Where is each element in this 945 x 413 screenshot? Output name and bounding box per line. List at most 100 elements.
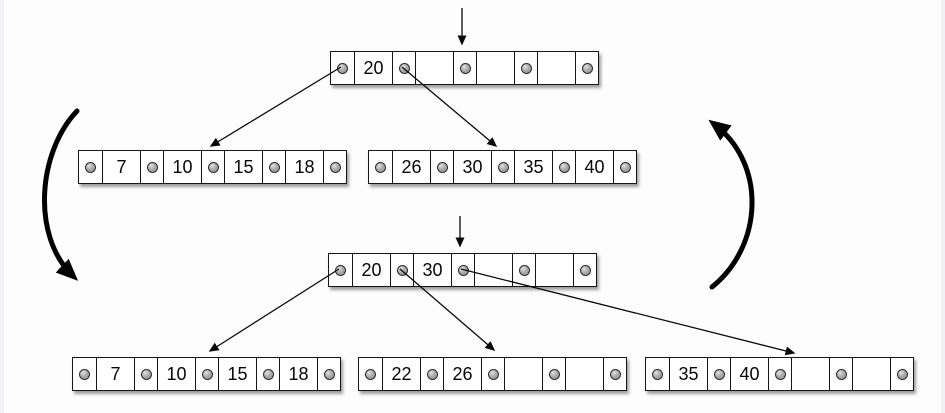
key-cell: [565, 358, 603, 390]
pointer-dot-icon: [396, 264, 408, 276]
bottom-root-to-left-child-arrow-icon: [208, 268, 340, 352]
pointer-dot-icon: [487, 368, 499, 380]
key-cell: [535, 254, 573, 286]
key-cell: 20: [352, 254, 390, 286]
pointer-dot-icon: [262, 368, 274, 380]
btree-node-bottom-child-middle: 22 26: [358, 357, 627, 391]
key-cell: 35: [514, 151, 552, 183]
btree-node-bottom-child-left: 7 10 15 18: [72, 357, 341, 391]
pointer-cell: [573, 254, 596, 286]
btree-node-top-child-left: 7 10 15 18: [78, 150, 347, 184]
pointer-cell: [646, 358, 669, 390]
key-cell: 30: [413, 254, 451, 286]
pointer-dot-icon: [609, 368, 621, 380]
pointer-cell: [575, 52, 598, 84]
pointer-dot-icon: [896, 368, 908, 380]
key-cell: 7: [102, 151, 140, 183]
key-cell: 7: [96, 358, 134, 390]
pointer-dot-icon: [835, 368, 847, 380]
pointer-dot-icon: [375, 161, 386, 173]
pointer-cell: [512, 254, 535, 286]
key-cell: 10: [163, 151, 201, 183]
pointer-cell: [369, 151, 392, 183]
pointer-dot-icon: [497, 161, 509, 173]
pointer-dot-icon: [713, 368, 725, 380]
pointer-cell: [542, 358, 565, 390]
key-cell: 35: [669, 358, 707, 390]
pointer-cell: [195, 358, 218, 390]
pointer-cell: [768, 358, 791, 390]
key-cell: 26: [443, 358, 481, 390]
pointer-cell: [331, 52, 354, 84]
pointer-dot-icon: [459, 62, 471, 74]
pointer-cell: [256, 358, 279, 390]
pointer-cell: [262, 151, 285, 183]
pointer-cell: [481, 358, 504, 390]
key-cell: 18: [279, 358, 317, 390]
pointer-dot-icon: [619, 161, 631, 173]
pointer-cell: [79, 151, 102, 183]
pointer-cell: [329, 254, 352, 286]
btree-node-top-root: 20: [330, 51, 599, 85]
pointer-dot-icon: [652, 368, 663, 380]
pointer-dot-icon: [774, 368, 786, 380]
pointer-dot-icon: [329, 161, 341, 173]
pointer-dot-icon: [79, 368, 90, 380]
pointer-dot-icon: [335, 264, 346, 276]
transition-curved-arrow-left-icon: [41, 108, 80, 281]
key-cell: 22: [382, 358, 420, 390]
key-cell: 15: [218, 358, 256, 390]
key-cell: [504, 358, 542, 390]
pointer-dot-icon: [558, 161, 570, 173]
pointer-cell: [392, 52, 415, 84]
pointer-dot-icon: [520, 62, 532, 74]
pointer-cell: [420, 358, 443, 390]
pointer-cell: [707, 358, 730, 390]
pointer-cell: [890, 358, 913, 390]
pointer-cell: [201, 151, 224, 183]
pointer-cell: [491, 151, 514, 183]
pointer-cell: [390, 254, 413, 286]
pointer-cell: [134, 358, 157, 390]
key-cell: 40: [575, 151, 613, 183]
pointer-dot-icon: [365, 368, 376, 380]
pointer-dot-icon: [579, 264, 591, 276]
key-cell: 10: [157, 358, 195, 390]
pointer-dot-icon: [436, 161, 448, 173]
pointer-cell: [359, 358, 382, 390]
pointer-dot-icon: [457, 264, 469, 276]
pointer-cell: [453, 52, 476, 84]
pointer-dot-icon: [518, 264, 530, 276]
pointer-dot-icon: [140, 368, 152, 380]
transition-curved-arrow-right-icon: [708, 119, 755, 290]
key-cell: [415, 52, 453, 84]
pointer-cell: [317, 358, 340, 390]
top-root-to-left-child-arrow-icon: [209, 66, 342, 147]
pointer-cell: [603, 358, 626, 390]
pointer-dot-icon: [323, 368, 335, 380]
pointer-dot-icon: [201, 368, 213, 380]
key-cell: 15: [224, 151, 262, 183]
pointer-dot-icon: [268, 161, 280, 173]
key-cell: 26: [392, 151, 430, 183]
pointer-dot-icon: [337, 62, 348, 74]
pointer-cell: [323, 151, 346, 183]
pointer-dot-icon: [398, 62, 410, 74]
key-cell: 20: [354, 52, 392, 84]
key-cell: 40: [730, 358, 768, 390]
pointer-dot-icon: [85, 161, 96, 173]
key-cell: [474, 254, 512, 286]
pointer-dot-icon: [146, 161, 158, 173]
pointer-dot-icon: [581, 62, 593, 74]
key-cell: [791, 358, 829, 390]
pointer-cell: [451, 254, 474, 286]
pointer-cell: [514, 52, 537, 84]
key-cell: 18: [285, 151, 323, 183]
pointer-dot-icon: [426, 368, 438, 380]
pointer-cell: [552, 151, 575, 183]
pointer-cell: [430, 151, 453, 183]
pointer-cell: [73, 358, 96, 390]
pointer-cell: [829, 358, 852, 390]
pointer-cell: [613, 151, 636, 183]
